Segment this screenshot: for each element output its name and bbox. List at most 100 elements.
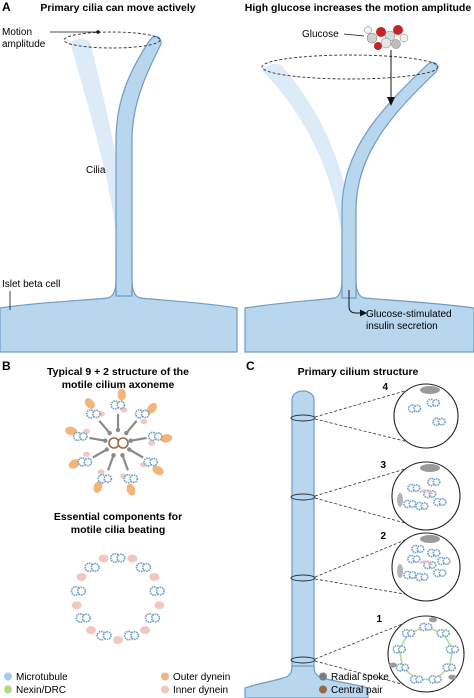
membrane-protein xyxy=(420,535,440,543)
level-number: 4 xyxy=(382,382,388,393)
secretion-label-1: Glucose-stimulated xyxy=(366,309,452,320)
microtubule-doublet xyxy=(415,572,429,582)
microtubule-doublet xyxy=(409,674,424,684)
panel-b-title-1: Typical 9 + 2 structure of the xyxy=(47,366,189,378)
transition-fiber xyxy=(388,662,397,668)
inner-dynein xyxy=(139,626,150,635)
outer-dynein xyxy=(93,481,103,493)
microtubule-doublet xyxy=(407,404,422,413)
microtubule-doublet xyxy=(407,483,421,493)
spoke-head xyxy=(111,453,116,458)
microtubule-doublet xyxy=(426,398,441,408)
microtubule-doublet xyxy=(75,612,91,623)
glucose-pointer-line xyxy=(343,33,365,37)
microtubule-doublet xyxy=(110,400,126,410)
microtubule-doublet xyxy=(427,477,441,487)
microtubule-doublet xyxy=(97,473,113,484)
legend-swatch xyxy=(161,685,169,694)
spoke-head xyxy=(128,438,134,443)
inner-dynein xyxy=(97,469,105,475)
panel-a-right-title: High glucose increases the motion amplit… xyxy=(245,2,472,14)
panel-b-letter: B xyxy=(2,359,11,373)
spoke-head xyxy=(124,430,129,436)
microtubule-doublet xyxy=(442,663,456,672)
legend-label: Central pair xyxy=(331,685,383,696)
right-amplitude-ellipse xyxy=(261,54,439,80)
shaft-ring xyxy=(290,656,316,664)
microtubule-doublet xyxy=(419,622,433,632)
panel-c-letter: C xyxy=(246,359,255,373)
outer-dynein xyxy=(160,434,173,443)
microtubule-doublet xyxy=(411,544,425,554)
motion-amplitude-label-1: Motion xyxy=(2,27,32,38)
microtubule-doublet xyxy=(433,568,447,578)
inner-dynein xyxy=(71,601,82,610)
microtubule-doublet xyxy=(123,630,140,641)
microtubule-doublet xyxy=(415,501,429,511)
left-ghost-cilium xyxy=(70,39,128,250)
left-cilium xyxy=(115,35,162,297)
panel-b-subtitle-2: motile cilia beating xyxy=(71,524,166,536)
connector-line xyxy=(314,539,406,578)
inner-dynein xyxy=(98,554,109,563)
connector-line xyxy=(314,578,406,595)
inner-dynein xyxy=(149,573,160,581)
microtubule-doublet xyxy=(436,628,450,638)
inner-dynein xyxy=(127,554,138,563)
microtubule-doublet xyxy=(428,674,442,684)
cross-section-level-1: 1 xyxy=(290,614,465,693)
inner-dynein xyxy=(419,489,433,495)
microtubule-doublet xyxy=(403,570,417,580)
panel-b: B Typical 9 + 2 structure of the motile … xyxy=(2,359,189,644)
transition-fiber xyxy=(428,617,437,623)
panel-a-letter: A xyxy=(2,0,11,14)
glucose-label: Glucose xyxy=(302,29,339,40)
inner-dynein xyxy=(120,407,128,413)
connector-line xyxy=(314,497,406,524)
microtubule-doublet xyxy=(147,431,163,442)
cilia-label: Cilia xyxy=(86,165,106,176)
panel-a: A Primary cilia can move actively High g… xyxy=(0,0,474,353)
level-number: 2 xyxy=(380,531,386,542)
inner-dynein xyxy=(86,626,97,635)
microtubule-doublet xyxy=(85,409,101,419)
primary-cilium-shaft xyxy=(291,390,315,673)
microtubule-doublet xyxy=(123,473,139,484)
left-amplitude-ellipse xyxy=(63,31,161,49)
inner-dynein xyxy=(76,573,87,581)
membrane-protein xyxy=(397,564,403,578)
level-number: 1 xyxy=(376,614,382,625)
legend-swatch xyxy=(4,672,12,681)
spoke-head xyxy=(104,447,109,452)
inner-dynein xyxy=(140,418,148,425)
legend-item: Radial spoke xyxy=(319,672,389,683)
microtubule-doublet xyxy=(392,644,406,654)
connector-line xyxy=(314,418,407,442)
legend-label: Microtubule xyxy=(16,672,68,683)
secretion-label-2: insulin secretion xyxy=(366,321,438,332)
membrane-protein xyxy=(420,464,440,472)
outer-dynein xyxy=(65,426,78,436)
panel-c-title: Primary cilium structure xyxy=(298,366,419,378)
outer-dynein xyxy=(146,403,157,414)
connector-line xyxy=(314,390,407,418)
right-islet-cell xyxy=(244,249,474,353)
transition-fiber xyxy=(448,674,457,680)
spoke-head xyxy=(115,427,121,433)
spoke-head xyxy=(120,453,125,458)
legend-item: Nexin/DRC xyxy=(4,685,66,696)
legend-label: Nexin/DRC xyxy=(16,685,66,696)
microtubule-doublet xyxy=(395,663,410,672)
membrane-protein xyxy=(420,386,440,394)
cross-section-level-2: 2 xyxy=(290,531,461,602)
legend-item: Central pair xyxy=(319,685,383,696)
microtubule-doublet xyxy=(72,431,88,442)
outer-dynein xyxy=(152,465,164,476)
microtubule-doublet xyxy=(110,552,126,563)
microtubule-doublet xyxy=(437,556,451,566)
spoke-head xyxy=(102,438,108,443)
microtubule-doublet xyxy=(70,586,87,597)
